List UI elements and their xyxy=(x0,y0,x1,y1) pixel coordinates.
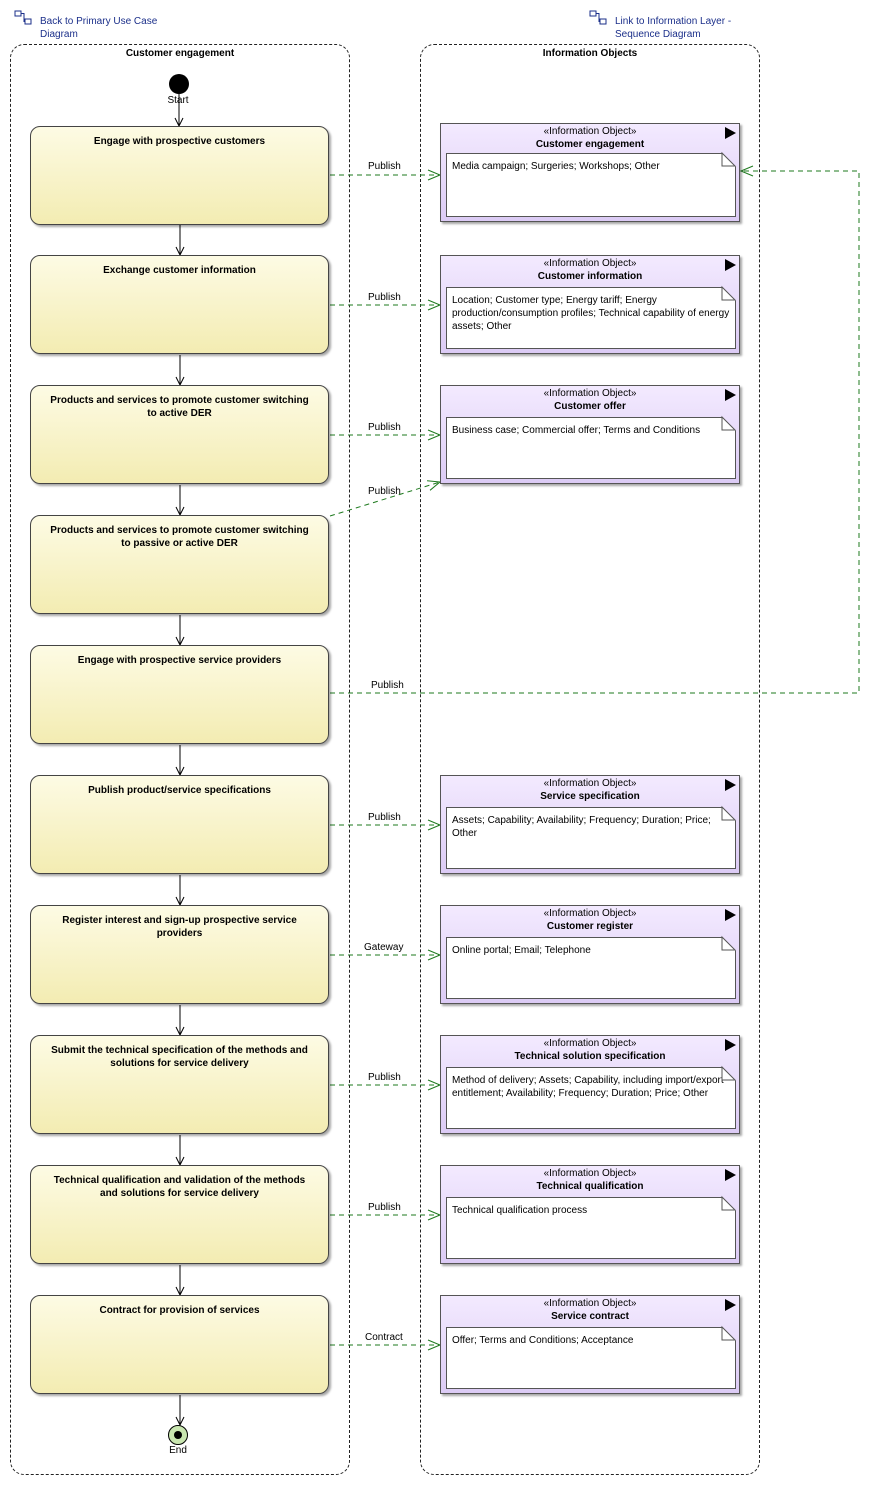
info-object-service-specification[interactable]: «Information Object» Service specificati… xyxy=(440,775,740,874)
activity-exchange-customer-info[interactable]: Exchange customer information xyxy=(30,255,329,354)
object-note: Location; Customer type; Energy tariff; … xyxy=(446,287,736,349)
object-flag-icon xyxy=(725,1299,736,1311)
edge-label-publish: Publish xyxy=(368,292,401,303)
stereotype-label: «Information Object» xyxy=(543,1298,637,1309)
start-label: Start xyxy=(167,95,189,106)
object-note: Media campaign; Surgeries; Workshops; Ot… xyxy=(446,153,736,217)
object-note: Offer; Terms and Conditions; Acceptance xyxy=(446,1327,736,1389)
object-name: Technical qualification xyxy=(536,1181,644,1192)
object-note: Business case; Commercial offer; Terms a… xyxy=(446,417,736,479)
object-name: Service contract xyxy=(551,1311,629,1322)
edge-label-publish: Publish xyxy=(368,812,401,823)
object-note: Technical qualification process xyxy=(446,1197,736,1259)
diagram-link-icon[interactable] xyxy=(589,10,607,26)
info-flow xyxy=(330,171,860,694)
object-flag-icon xyxy=(725,909,736,921)
info-object-customer-engagement[interactable]: «Information Object» Customer engagement… xyxy=(440,123,740,222)
activity-engage-customers[interactable]: Engage with prospective customers xyxy=(30,126,329,225)
lane-information-objects: Information Objects xyxy=(420,44,760,1475)
object-name: Service specification xyxy=(540,791,640,802)
object-flag-icon xyxy=(725,259,736,271)
info-object-technical-qualification[interactable]: «Information Object» Technical qualifica… xyxy=(440,1165,740,1264)
object-name: Customer register xyxy=(546,921,634,932)
stereotype-label: «Information Object» xyxy=(543,1168,637,1179)
activity-register-interest[interactable]: Register interest and sign-up prospectiv… xyxy=(30,905,329,1004)
stereotype-label: «Information Object» xyxy=(543,908,637,919)
stereotype-label: «Information Object» xyxy=(543,388,637,399)
lane-title: Information Objects xyxy=(542,48,638,59)
edge-label-contract: Contract xyxy=(365,1332,403,1343)
info-object-customer-information[interactable]: «Information Object» Customer informatio… xyxy=(440,255,740,354)
stereotype-label: «Information Object» xyxy=(543,258,637,269)
edge-label-publish: Publish xyxy=(371,680,404,691)
object-note: Assets; Capability; Availability; Freque… xyxy=(446,807,736,869)
object-flag-icon xyxy=(725,389,736,401)
start-node[interactable] xyxy=(169,74,189,94)
edge-label-publish: Publish xyxy=(368,1072,401,1083)
object-name: Technical solution specification xyxy=(514,1051,666,1062)
diagram-link-icon[interactable] xyxy=(14,10,32,26)
info-object-technical-solution-specification[interactable]: «Information Object» Technical solution … xyxy=(440,1035,740,1134)
info-object-customer-register[interactable]: «Information Object» Customer register O… xyxy=(440,905,740,1004)
information-layer-link[interactable]: Link to Information Layer - Sequence Dia… xyxy=(615,16,732,40)
activity-submit-technical-spec[interactable]: Submit the technical specification of th… xyxy=(30,1035,329,1134)
object-name: Customer offer xyxy=(554,401,626,412)
object-flag-icon xyxy=(725,127,736,139)
object-name: Customer engagement xyxy=(535,139,645,150)
edge-label-gateway: Gateway xyxy=(364,942,404,953)
object-note: Method of delivery; Assets; Capability, … xyxy=(446,1067,736,1129)
activity-promote-passive-or-active-der[interactable]: Products and services to promote custome… xyxy=(30,515,329,614)
end-label: End xyxy=(169,1445,187,1456)
info-object-service-contract[interactable]: «Information Object» Service contract Of… xyxy=(440,1295,740,1394)
edge-label-publish: Publish xyxy=(368,1202,401,1213)
stereotype-label: «Information Object» xyxy=(543,126,637,137)
back-to-use-case-link[interactable]: Back to Primary Use Case Diagram xyxy=(40,16,158,40)
lane-customer-engagement: Customer engagement xyxy=(10,44,350,1475)
object-flag-icon xyxy=(725,1039,736,1051)
activity-contract-services[interactable]: Contract for provision of services xyxy=(30,1295,329,1394)
info-flow xyxy=(329,482,440,517)
info-object-customer-offer[interactable]: «Information Object» Customer offer Busi… xyxy=(440,385,740,484)
activity-technical-qualification[interactable]: Technical qualification and validation o… xyxy=(30,1165,329,1264)
edge-label-publish: Publish xyxy=(368,486,401,497)
activity-engage-service-providers[interactable]: Engage with prospective service provider… xyxy=(30,645,329,744)
object-flag-icon xyxy=(725,1169,736,1181)
stereotype-label: «Information Object» xyxy=(543,778,637,789)
edge-label-publish: Publish xyxy=(368,422,401,433)
end-node[interactable] xyxy=(168,1425,188,1445)
lane-title: Customer engagement xyxy=(125,48,235,59)
activity-publish-specifications[interactable]: Publish product/service specifications xyxy=(30,775,329,874)
object-name: Customer information xyxy=(537,271,643,282)
activity-promote-active-der[interactable]: Products and services to promote custome… xyxy=(30,385,329,484)
object-flag-icon xyxy=(725,779,736,791)
object-note: Online portal; Email; Telephone xyxy=(446,937,736,999)
edge-label-publish: Publish xyxy=(368,161,401,172)
stereotype-label: «Information Object» xyxy=(543,1038,637,1049)
